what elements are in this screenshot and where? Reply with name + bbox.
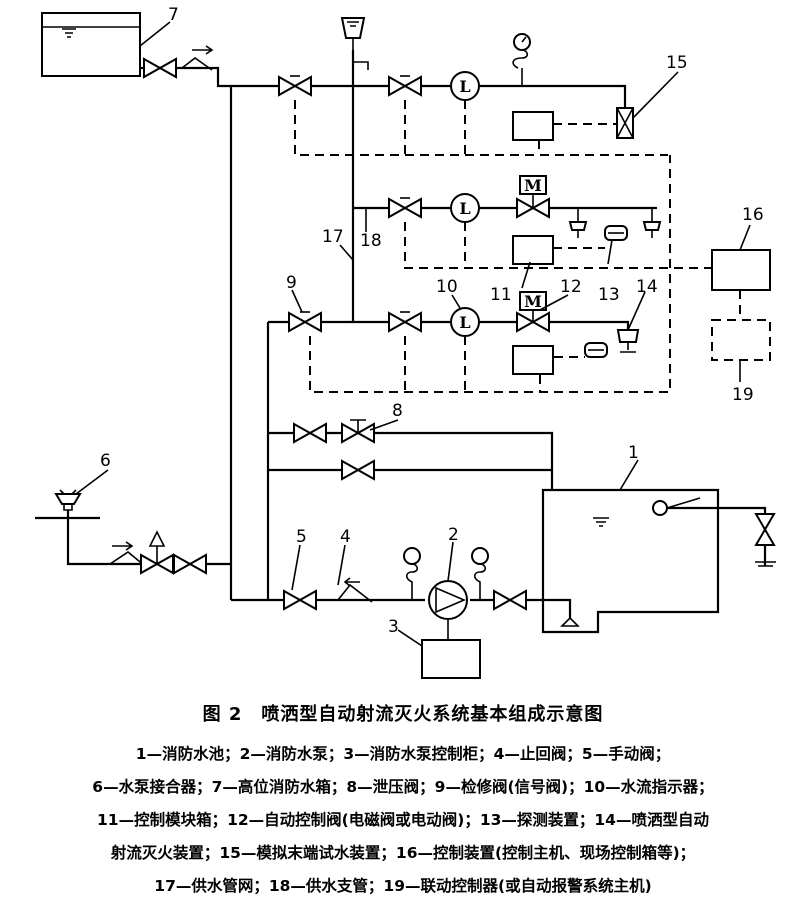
legend-line-4: 射流灭火装置；15—模拟末端试水装置；16—控制装置(控制主机、现场控制箱等)；	[110, 844, 696, 862]
control-device	[711, 249, 771, 291]
simulated-end-test-device	[616, 107, 634, 139]
callout-leaders	[75, 21, 751, 647]
exhaust-valve-icon	[340, 17, 369, 70]
high-level-fire-tank	[41, 12, 141, 77]
callout-19: 19	[732, 385, 754, 405]
callout-labels: 7 15 16 19 1 2 3 4 5 6 8 9 10 11 12 13 1…	[100, 5, 764, 637]
callout-11: 11	[490, 285, 512, 305]
sprinkler-device-14	[616, 329, 640, 353]
callout-7: 7	[168, 5, 179, 25]
callout-15: 15	[666, 53, 688, 73]
fire-water-pool	[541, 488, 720, 634]
signal-valve-9	[288, 311, 322, 332]
callout-10: 10	[436, 277, 458, 297]
tank-outlet-valve	[143, 58, 177, 78]
pressure-relief-valve	[341, 419, 375, 443]
control-signal-lines	[294, 100, 741, 393]
flow-indicator-top: L	[450, 71, 480, 101]
pump-outlet-gauge	[471, 547, 489, 600]
flow-indicator-branch18: L	[450, 193, 480, 223]
flow-indicator-label: L	[459, 199, 470, 218]
callout-14: 14	[636, 277, 658, 297]
motor-label: M	[524, 292, 542, 311]
callout-13: 13	[598, 285, 620, 305]
callout-5: 5	[296, 527, 307, 547]
signal-valve-branch18	[388, 197, 422, 218]
check-valve	[337, 577, 373, 603]
linkage-controller	[711, 319, 771, 361]
fire-pump	[428, 580, 468, 640]
pool-inlet-valve	[754, 513, 776, 567]
system-diagram: L L M	[35, 5, 776, 679]
supply-pipe-network	[35, 50, 767, 618]
suction-valve	[493, 590, 527, 610]
bypass-valve	[341, 460, 375, 480]
sprinkler-nozzle-2	[642, 208, 662, 238]
control-module-box-branch18	[512, 235, 554, 265]
legend-line-2: 6—水泵接合器；7—高位消防水箱；8—泄压阀；9—检修阀(信号阀)；10—水流指…	[92, 778, 714, 796]
test-valve	[293, 423, 327, 443]
adapter-check-valve	[109, 541, 146, 567]
callout-8: 8	[392, 401, 403, 421]
callout-16: 16	[742, 205, 764, 225]
adapter-safety-valve	[140, 530, 174, 574]
figure-title: 图 2 喷洒型自动射流灭火系统基本组成示意图	[202, 704, 604, 725]
detector-device-branch18	[604, 225, 628, 241]
tank-check-valve	[181, 45, 214, 71]
callout-2: 2	[448, 525, 459, 545]
motorized-valve-12: M	[516, 291, 550, 332]
legend-line-1: 1—消防水池；2—消防水泵；3—消防水泵控制柜；4—止回阀；5—手动阀；	[135, 745, 671, 763]
callout-3: 3	[388, 617, 399, 637]
callout-18: 18	[360, 231, 382, 251]
pump-adapter	[54, 489, 82, 511]
signal-valve-top-2	[388, 75, 422, 96]
detector-device-branch9	[584, 342, 608, 358]
control-module-box-branch9	[512, 345, 554, 375]
callout-4: 4	[340, 527, 351, 547]
pressure-gauge-top	[512, 33, 531, 86]
pump-control-cabinet	[421, 639, 481, 679]
control-module-box-top	[512, 111, 554, 141]
motorized-valve-branch18: M	[516, 175, 550, 218]
legend-line-5: 17—供水管网；18—供水支管；19—联动控制器(或自动报警系统主机)	[154, 877, 652, 895]
callout-6: 6	[100, 451, 111, 471]
pump-inlet-gauge	[403, 547, 421, 600]
callout-17: 17	[322, 227, 344, 247]
motor-label: M	[524, 176, 542, 195]
flow-indicator-10: L	[450, 307, 480, 337]
manual-valve	[283, 590, 317, 610]
callout-9: 9	[286, 273, 297, 293]
callout-1: 1	[628, 443, 639, 463]
sprinkler-nozzle-1	[568, 208, 588, 238]
signal-valve-top-1	[278, 75, 312, 96]
callout-12: 12	[560, 277, 582, 297]
signal-valve-branch9-2	[388, 311, 422, 332]
flow-indicator-label: L	[459, 313, 470, 332]
legend-line-3: 11—控制模块箱；12—自动控制阀(电磁阀或电动阀)；13—探测装置；14—喷洒…	[97, 811, 709, 829]
flow-indicator-label: L	[459, 77, 470, 96]
adapter-gate-valve	[173, 554, 207, 574]
